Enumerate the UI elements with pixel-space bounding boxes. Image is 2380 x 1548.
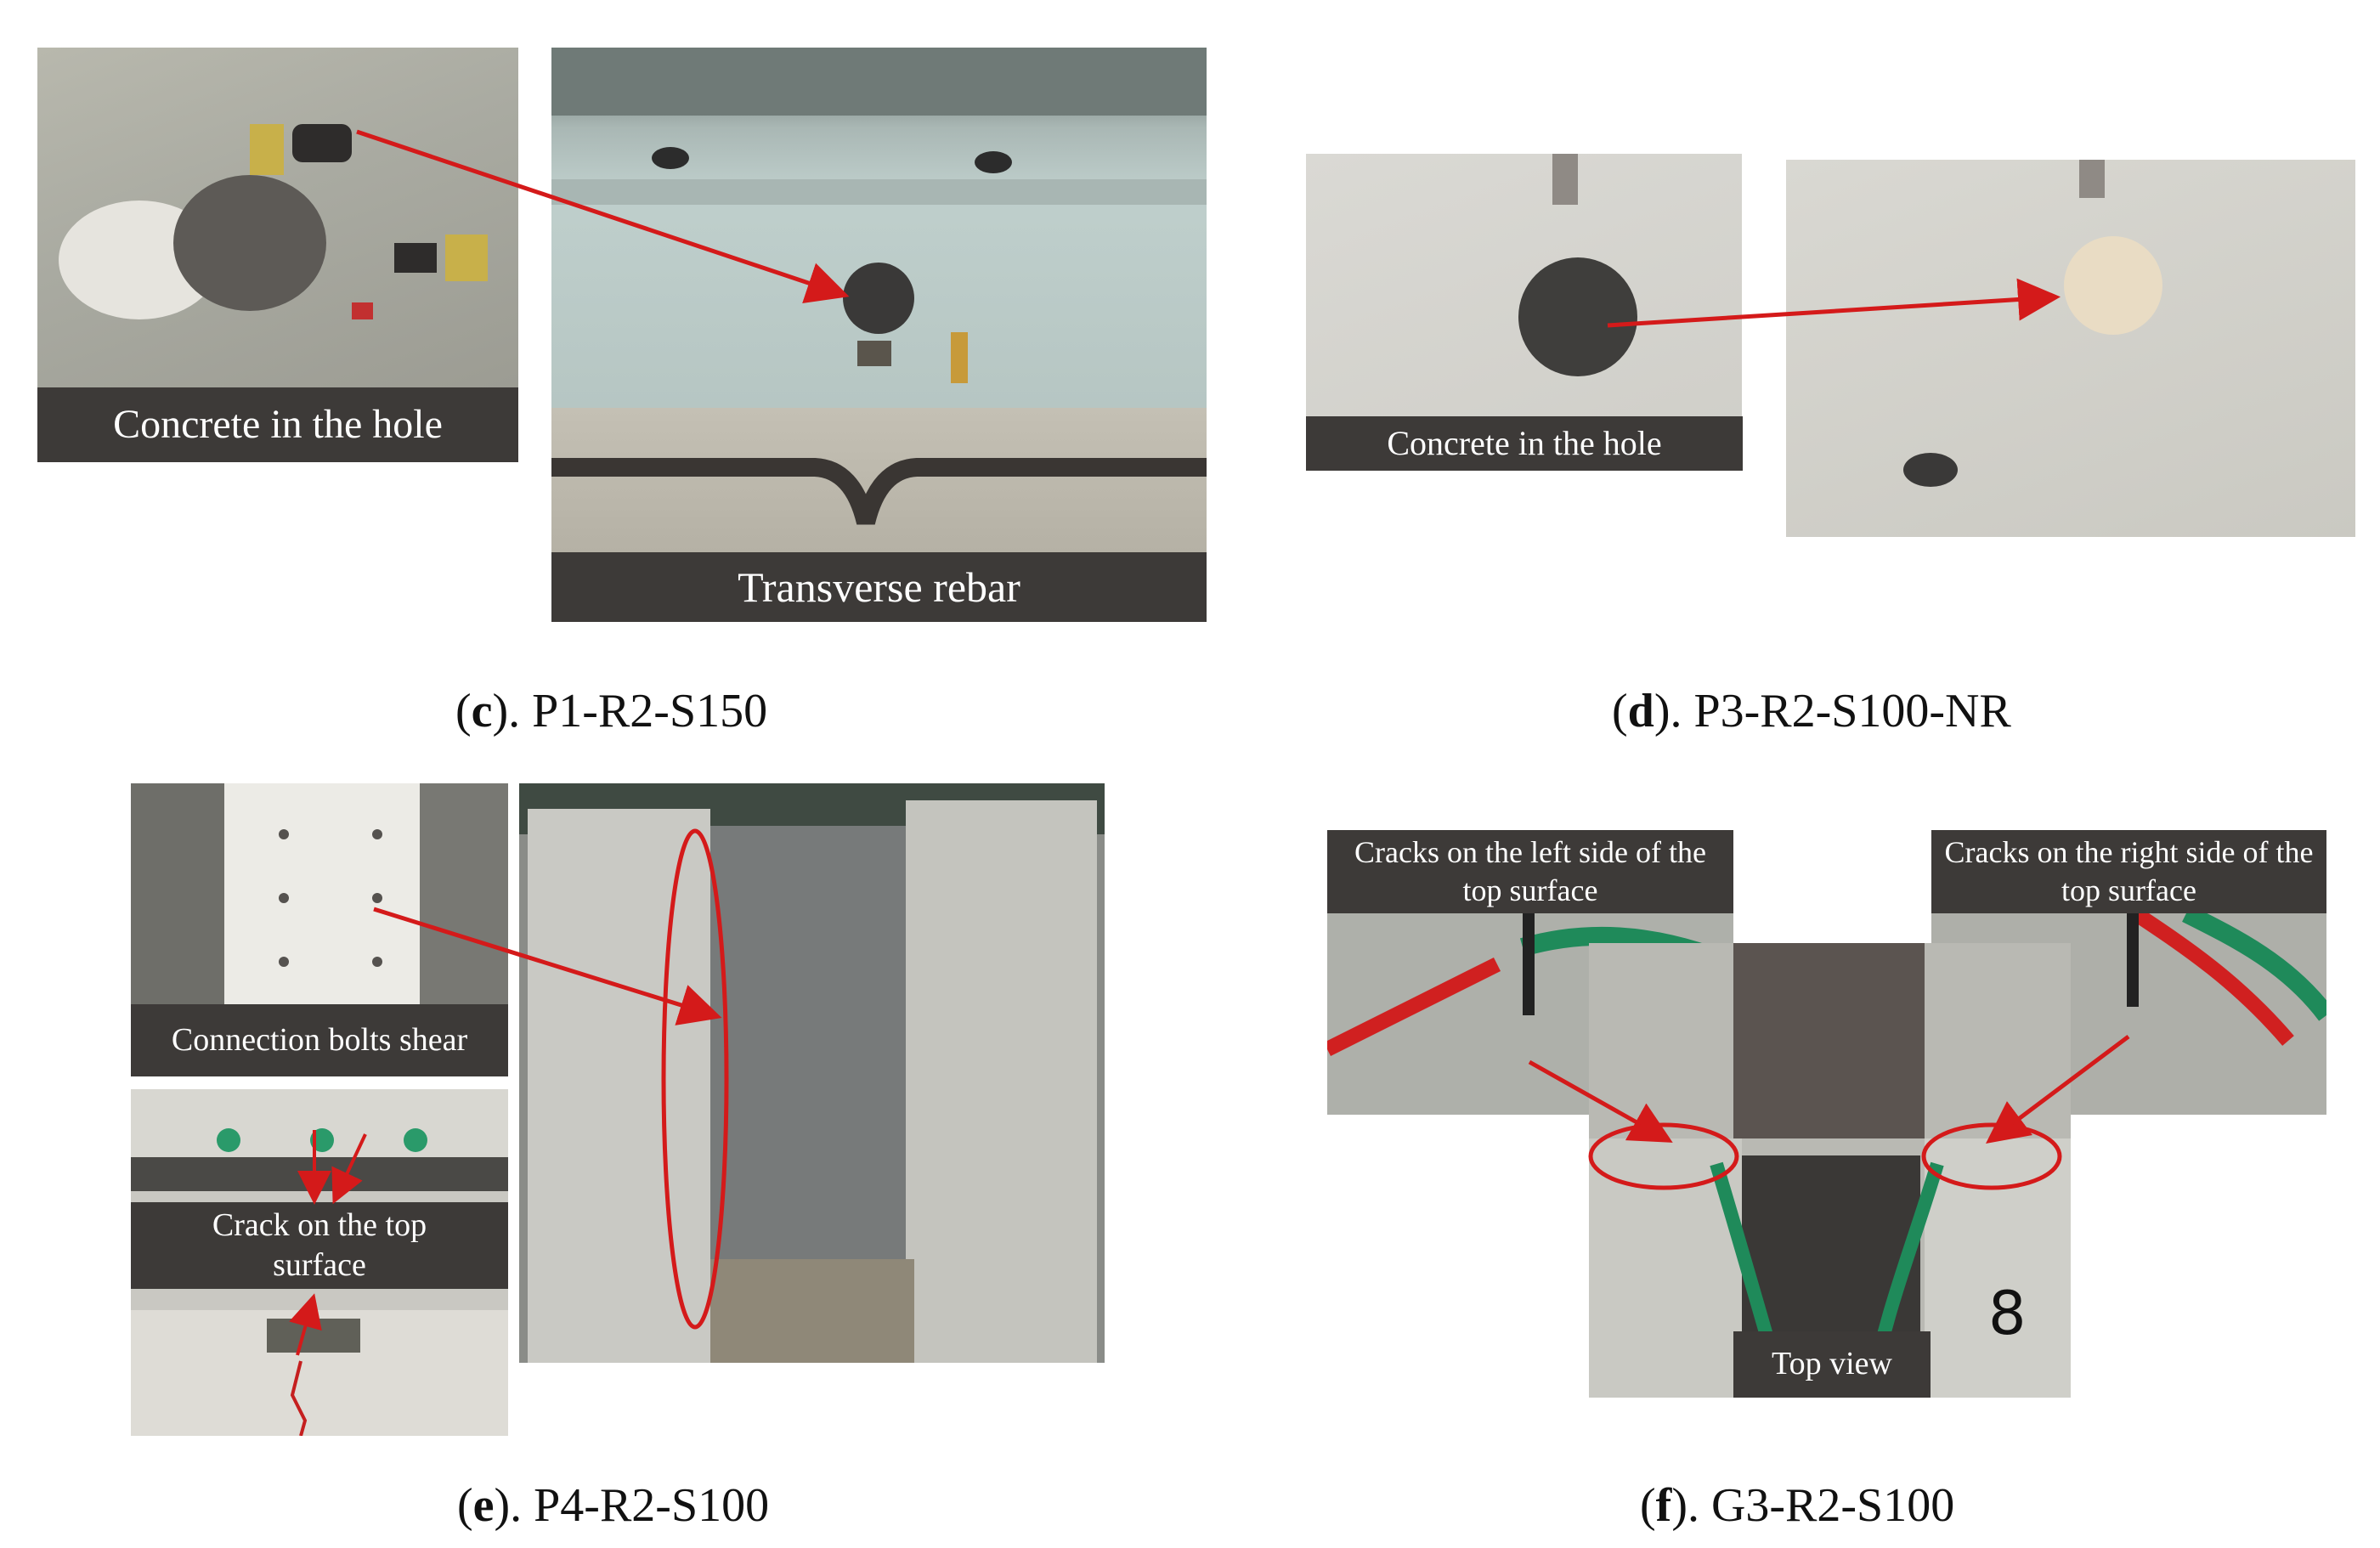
- label-top-view: Top view: [1733, 1331, 1931, 1398]
- hole-closeup-drawing: [59, 124, 488, 319]
- label-crack-on-top-surface: Crack on the top surface: [131, 1202, 508, 1289]
- caption-d: (d). P3-R2-S100-NR: [1612, 685, 2011, 737]
- arrow-c: [356, 129, 850, 303]
- label-cracks-left-side: Cracks on the left side of the top surfa…: [1327, 830, 1733, 913]
- arrow-e-crack-3: [289, 1293, 322, 1356]
- caption-f-letter: f: [1655, 1479, 1672, 1532]
- hole-left-drawing: [1518, 154, 1637, 376]
- arrow-d: [1607, 278, 2061, 328]
- top-view-drawing: 8: [1589, 943, 2071, 1398]
- caption-e-letter: e: [472, 1479, 495, 1532]
- caption-d-text: ). P3-R2-S100-NR: [1654, 685, 2011, 737]
- photo-e-specimen: [519, 783, 1105, 1363]
- photo-c-hole-closeup: [37, 48, 518, 387]
- label-concrete-in-hole-c: Concrete in the hole: [37, 387, 518, 462]
- rebar-drawing: [551, 458, 1207, 525]
- caption-e: (e). P4-R2-S100: [457, 1479, 770, 1532]
- circle-f-left: [1588, 1122, 1739, 1190]
- photo-d-hole-right: [1786, 160, 2355, 537]
- circle-e: [661, 828, 729, 1330]
- label-transverse-rebar: Transverse rebar: [551, 552, 1207, 622]
- hole-right-drawing: [1903, 160, 2162, 487]
- circle-f-right: [1921, 1122, 2062, 1190]
- caption-d-letter: d: [1627, 685, 1654, 737]
- caption-e-text: ). P4-R2-S100: [494, 1479, 770, 1532]
- photo-c-transverse-rebar: [551, 408, 1207, 552]
- caption-f-text: ). G3-R2-S100: [1671, 1479, 1955, 1532]
- beam-face-drawing: [551, 48, 1207, 383]
- photo-f-top-view: 8: [1589, 943, 2071, 1398]
- svg-text:8: 8: [1988, 1279, 2027, 1348]
- arrow-e-crack-2: [331, 1133, 367, 1205]
- label-connection-bolts-shear: Connection bolts shear: [131, 1004, 508, 1076]
- label-concrete-in-hole-d: Concrete in the hole: [1306, 416, 1743, 471]
- caption-f: (f). G3-R2-S100: [1640, 1479, 1955, 1532]
- label-cracks-right-side: Cracks on the right side of the top surf…: [1931, 830, 2326, 913]
- specimen-drawing: [519, 783, 1105, 1363]
- caption-c: (c). P1-R2-S150: [455, 685, 768, 737]
- caption-c-letter: c: [471, 685, 493, 737]
- arrow-f-right: [1986, 1035, 2130, 1144]
- photo-c-beam-face: [551, 48, 1207, 408]
- caption-c-text: ). P1-R2-S150: [492, 685, 768, 737]
- arrow-e-bolts: [373, 907, 722, 1025]
